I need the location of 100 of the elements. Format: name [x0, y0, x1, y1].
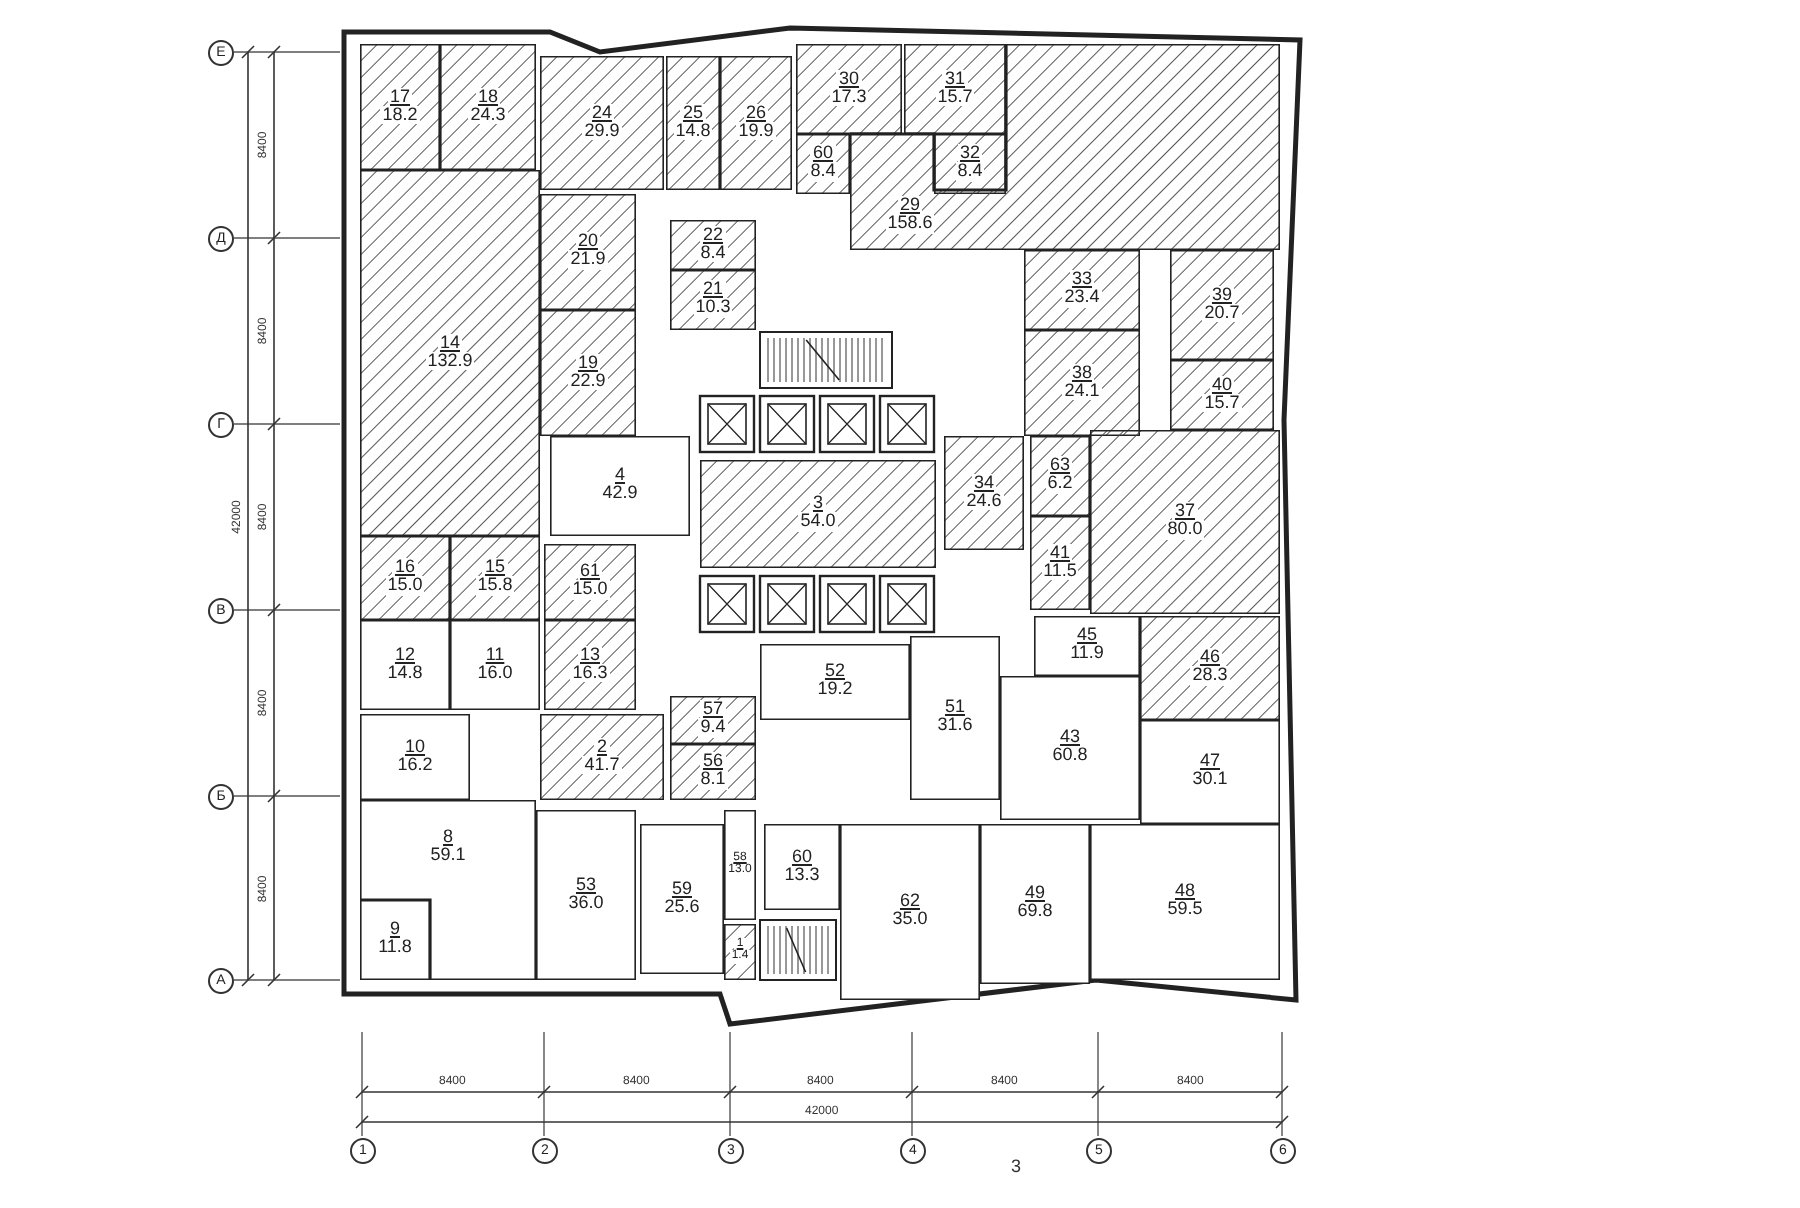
room: [360, 714, 470, 800]
room-number: 57: [700, 700, 725, 719]
room: [450, 620, 540, 710]
room: [980, 824, 1090, 984]
room-area: 15.0: [385, 576, 425, 596]
room-number: 4: [612, 466, 627, 485]
room-number: 49: [1022, 884, 1047, 903]
room-area: 9.4: [698, 718, 728, 738]
room-area: 23.4: [1062, 288, 1102, 308]
room-number: 63: [1047, 456, 1072, 475]
room-area: 8.1: [698, 770, 728, 790]
room-number: 20: [575, 232, 600, 251]
room: [764, 824, 840, 910]
room: [760, 644, 910, 720]
hatched-room: [1030, 436, 1090, 516]
hatched-room: [450, 536, 540, 620]
hatched-room: [360, 44, 440, 170]
room-number: 21: [700, 280, 725, 299]
room-number: 61: [577, 562, 602, 581]
hatched-room: [666, 56, 720, 190]
room: [724, 810, 756, 920]
room-area: 158.6: [885, 214, 935, 234]
hatched-room: [670, 220, 756, 270]
room-area: 15.7: [1202, 393, 1242, 413]
hatched-room: [544, 544, 636, 620]
room-area: 31.6: [935, 716, 975, 736]
room-number: 62: [897, 892, 922, 911]
room-area: 19.2: [815, 680, 855, 700]
room-area: 11.8: [376, 938, 414, 958]
hatched-room: [796, 134, 850, 194]
room-area: 8.4: [698, 243, 728, 263]
room-area: 42.9: [600, 484, 640, 504]
room-area: 10.3: [693, 298, 733, 318]
hatched-room: [540, 310, 636, 436]
room-number: 52: [822, 662, 847, 681]
hatched-room: [1140, 616, 1280, 720]
hatched-room: [720, 56, 792, 190]
room-area: 15.8: [475, 576, 515, 596]
room-area: 11.5: [1041, 561, 1079, 581]
room-area: 6.2: [1045, 474, 1075, 494]
room-area: 8.4: [808, 162, 838, 182]
room-area: 24.3: [468, 105, 508, 125]
room-area: 30.1: [1190, 770, 1230, 790]
hatched-room: [544, 620, 636, 710]
room-area: 59.5: [1165, 900, 1205, 920]
room-number: 47: [1197, 752, 1222, 771]
room-area: 21.9: [568, 250, 608, 270]
room-number: 48: [1172, 882, 1197, 901]
room: [360, 620, 450, 710]
room-area: 41.7: [582, 755, 622, 775]
room-area: 25.6: [662, 897, 702, 917]
room-area: 16.0: [475, 663, 515, 683]
hatched-room: [1030, 516, 1090, 610]
room: [1140, 720, 1280, 824]
hatched-room: [670, 696, 756, 744]
room: [360, 900, 430, 980]
room-area: 14.8: [673, 121, 713, 141]
room: [536, 810, 636, 980]
hatched-room: [540, 194, 636, 310]
room-area: 80.0: [1165, 520, 1205, 540]
hatched-room: [670, 744, 756, 800]
room-number: 16: [392, 558, 417, 577]
hatched-room: [1024, 250, 1140, 330]
room-number: 29: [897, 196, 922, 215]
room-area: 17.3: [829, 87, 869, 107]
room-number: 37: [1172, 502, 1197, 521]
room-area: 16.3: [570, 663, 610, 683]
room-area: 132.9: [425, 351, 475, 371]
room-area: 35.0: [890, 910, 930, 930]
room-area: 13.3: [782, 865, 822, 885]
room-area: 28.3: [1190, 666, 1230, 686]
room-area: 69.8: [1015, 902, 1055, 922]
room-area: 20.7: [1202, 303, 1242, 323]
room-number: 8: [440, 828, 455, 847]
room-area: 15.0: [570, 580, 610, 600]
room-number: 32: [957, 144, 982, 163]
room-number: 33: [1069, 270, 1094, 289]
room-area: 54.0: [798, 512, 838, 532]
hatched-room: [360, 536, 450, 620]
room-area: 15.7: [935, 87, 975, 107]
hatched-room: [1170, 360, 1274, 430]
room-area: 18.2: [380, 105, 420, 125]
hatched-room: [724, 924, 756, 980]
room-number: 3: [810, 494, 825, 513]
hatched-room: [540, 714, 664, 800]
room-number: 15: [482, 558, 507, 577]
room-area: 36.0: [566, 893, 606, 913]
room-area: 16.2: [395, 755, 435, 775]
room-area: 29.9: [582, 121, 622, 141]
hatched-room: [1170, 250, 1274, 360]
room-area: 8.4: [955, 162, 985, 182]
hatched-room: [670, 270, 756, 330]
room-area: 14.8: [385, 663, 425, 683]
hatched-room: [944, 436, 1024, 550]
room-area: 24.6: [964, 491, 1004, 511]
hatched-room: [700, 460, 936, 568]
page-number: 3: [1011, 1159, 1022, 1173]
room-area: 60.8: [1050, 746, 1090, 766]
room-number: 46: [1197, 648, 1222, 667]
room: [550, 436, 690, 536]
